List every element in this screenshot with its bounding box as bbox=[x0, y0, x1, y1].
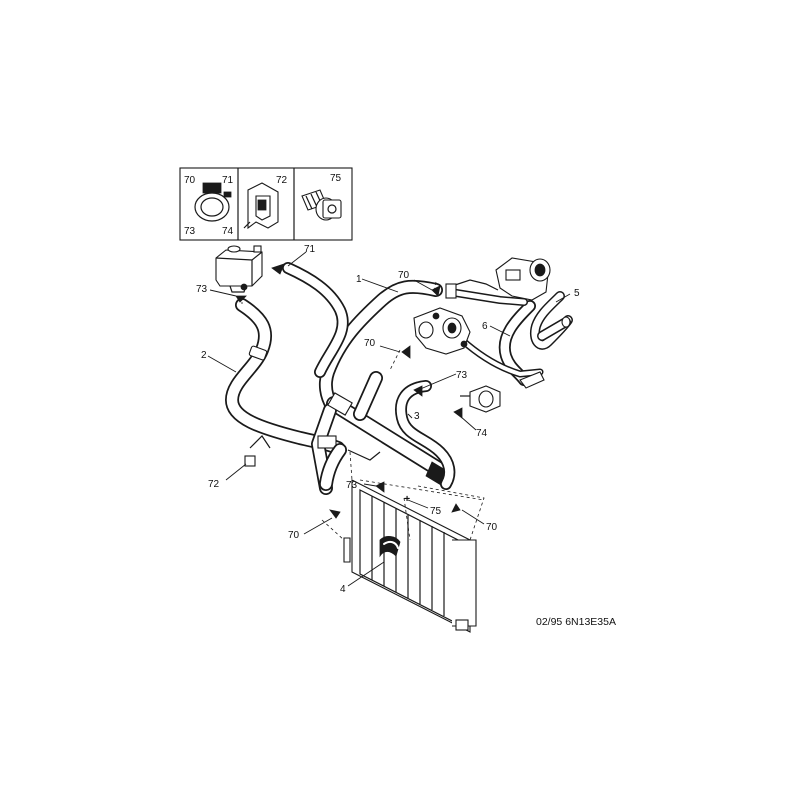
heater-pipe bbox=[446, 288, 544, 378]
inset-label: 74 bbox=[222, 226, 234, 237]
callout-labels: 1 2 3 4 5 6 70 70 70 70 71 72 73 73 73 7… bbox=[196, 244, 580, 595]
callout-5: 5 bbox=[574, 288, 580, 299]
thermostat-housing-icon bbox=[445, 257, 551, 301]
svg-text:+: + bbox=[404, 493, 410, 505]
callout-70: 70 bbox=[398, 270, 410, 281]
callout-3: 3 bbox=[414, 411, 420, 422]
drawing-reference: 02/95 6N13E35A bbox=[536, 616, 616, 628]
callout-70: 70 bbox=[364, 338, 376, 349]
callout-72: 72 bbox=[208, 479, 220, 490]
lower-radiator-hose bbox=[319, 443, 381, 491]
expansion-tank-icon bbox=[215, 245, 263, 293]
bolt-icon bbox=[301, 189, 342, 221]
leader-lines bbox=[207, 251, 571, 587]
callout-73: 73 bbox=[196, 284, 208, 295]
clip-markers: + bbox=[235, 263, 463, 519]
short-hose bbox=[353, 371, 383, 421]
callout-6: 6 bbox=[482, 321, 488, 332]
callout-74: 74 bbox=[476, 428, 488, 439]
hose-clamp-icon bbox=[194, 182, 232, 222]
assembly-lines bbox=[241, 281, 485, 541]
callout-75: 75 bbox=[430, 506, 442, 517]
hose-clip-icon bbox=[243, 182, 279, 230]
hose-71-line bbox=[282, 262, 349, 378]
inset-label: 70 bbox=[184, 175, 196, 186]
callout-71: 71 bbox=[304, 244, 316, 255]
inset-label: 73 bbox=[184, 226, 196, 237]
callout-70: 70 bbox=[486, 522, 498, 533]
callout-73: 73 bbox=[346, 480, 358, 491]
callout-2: 2 bbox=[201, 350, 207, 361]
clip-72-symbol bbox=[244, 435, 271, 467]
radiator-icon bbox=[343, 479, 477, 633]
parts-inset: 70 71 73 74 72 75 bbox=[179, 167, 353, 241]
callout-4: 4 bbox=[340, 584, 346, 595]
inset-label: 71 bbox=[222, 175, 234, 186]
hose-1 bbox=[318, 279, 443, 413]
tube-end bbox=[519, 316, 571, 389]
water-pump-icon bbox=[413, 307, 471, 355]
hose-2 bbox=[225, 298, 345, 455]
callout-1: 1 bbox=[356, 274, 362, 285]
inset-label: 75 bbox=[330, 173, 342, 184]
callout-73: 73 bbox=[456, 370, 468, 381]
outlet-fitting bbox=[460, 385, 501, 413]
hose-3 bbox=[395, 380, 456, 490]
inset-label: 72 bbox=[276, 175, 288, 186]
callout-70: 70 bbox=[288, 530, 300, 541]
